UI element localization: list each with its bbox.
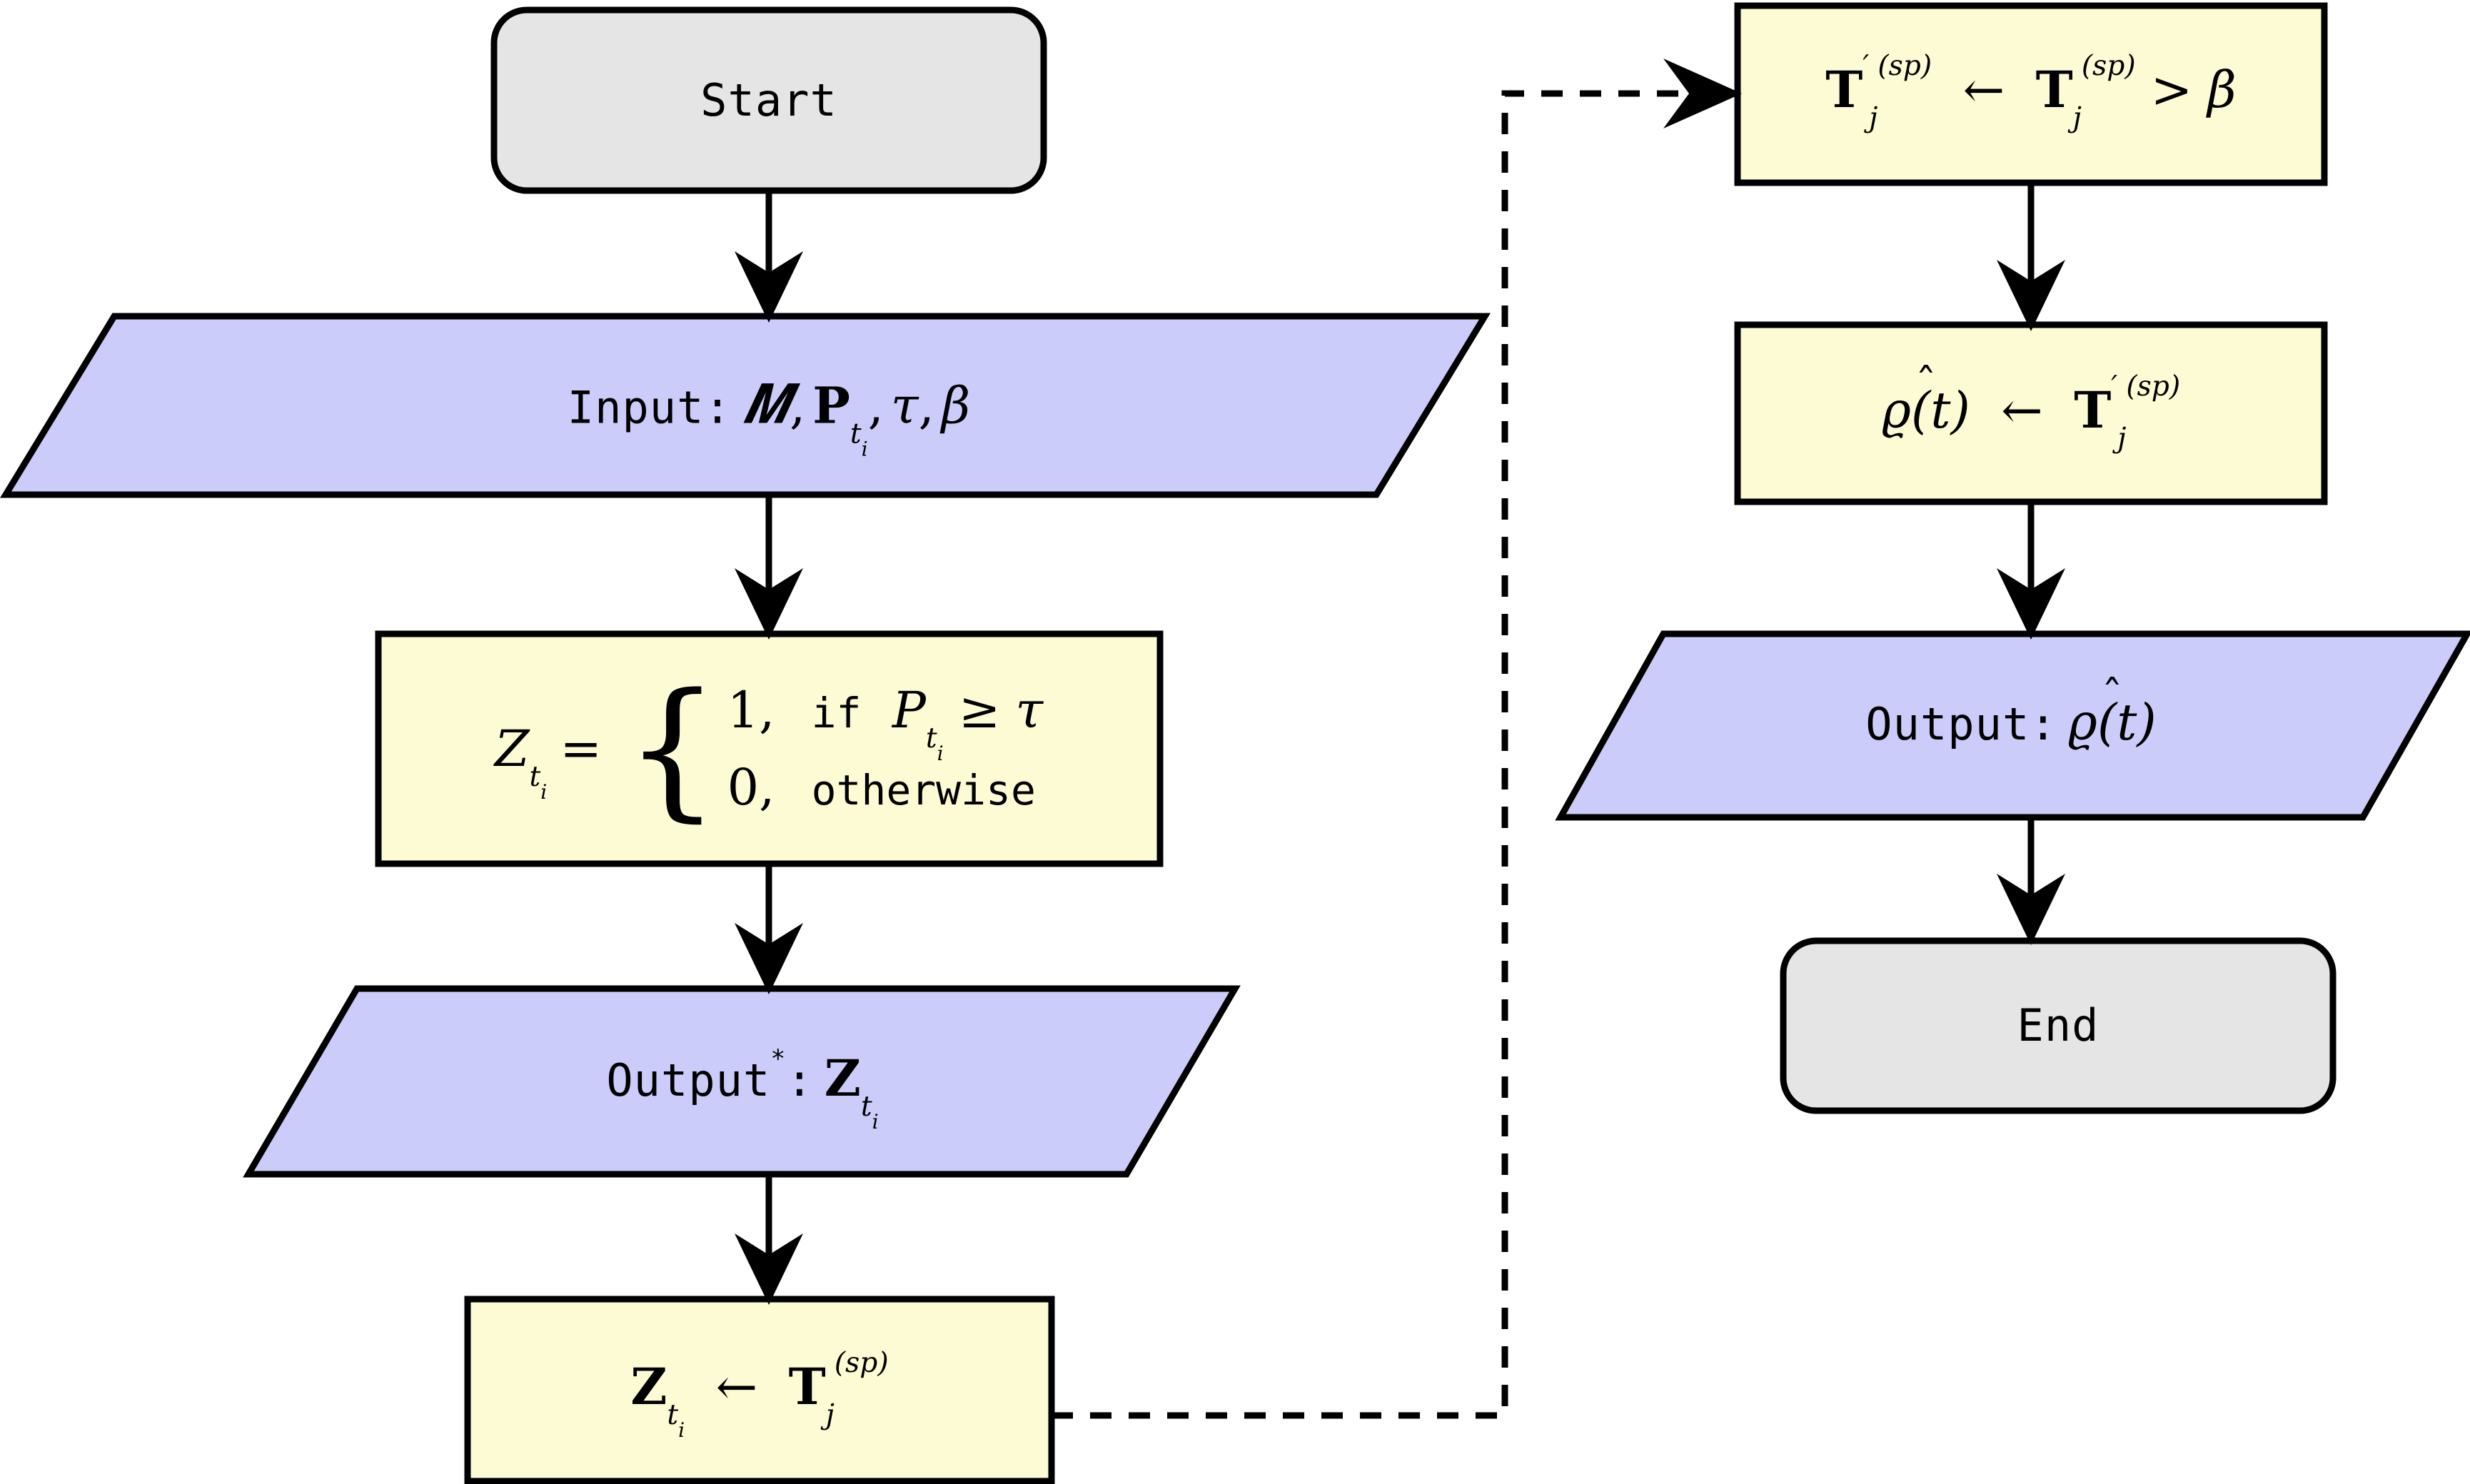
symbol-script-m: 𝑴 bbox=[742, 372, 790, 436]
threshold-case-condition: otherwise bbox=[811, 766, 1036, 814]
edge-input-to-threshold bbox=[735, 495, 803, 640]
symbol-tau: 𝜏 bbox=[1015, 681, 1044, 740]
hat-accent-icon: ˆ bbox=[2101, 672, 2123, 722]
brace-left-icon: { bbox=[624, 661, 720, 837]
node-input-shape[interactable] bbox=[0, 313, 1491, 498]
node-assign-z-shape[interactable] bbox=[464, 1296, 1055, 1484]
node-output-star-shape[interactable] bbox=[243, 985, 1241, 1178]
symbol-prime: ′ bbox=[2111, 370, 2118, 403]
output-keyword: Output: bbox=[1865, 698, 2057, 750]
symbol-beta: 𝛽 bbox=[941, 376, 971, 435]
output-star-keyword: Output*: bbox=[606, 1045, 814, 1107]
edge-threshold-beta-to-rate-estimate bbox=[1997, 183, 2065, 331]
edge-start-to-input bbox=[735, 191, 803, 323]
node-assign-z-label: Zti ← Tj(sp) bbox=[630, 1349, 888, 1440]
symbol-beta: 𝛽 bbox=[2207, 61, 2237, 119]
threshold-case-value: 0, bbox=[727, 758, 775, 817]
assign-z-rhs: Tj(sp) bbox=[788, 1347, 889, 1432]
node-rate-estimate-shape[interactable] bbox=[1734, 321, 2328, 505]
symbol-prime: ′ bbox=[1862, 50, 1870, 83]
threshold-case-row: 0, otherwise bbox=[727, 758, 1044, 817]
assign-z-lhs: Zti bbox=[630, 1357, 685, 1442]
threshold-beta-rhs: Tj(sp) bbox=[2035, 50, 2136, 135]
symbol-matrix-p: Pti bbox=[812, 375, 868, 461]
node-threshold-label: Zti = { 1, if Pti ≥ 𝜏 0, otherwise bbox=[494, 661, 1044, 837]
node-threshold-beta-label: T′j(sp) ← Tj(sp)>𝛽 bbox=[1825, 52, 2237, 132]
node-start-label: Start bbox=[700, 74, 837, 126]
node-input-label: Input:𝑴,Pti,𝜏,𝛽 bbox=[567, 372, 971, 461]
hat-accent-icon: ˆ bbox=[1915, 360, 1937, 410]
node-end-label: End bbox=[2017, 999, 2100, 1051]
symbol-leftarrow: ← bbox=[1962, 61, 2005, 119]
edge-output-star-to-assign-z bbox=[735, 1174, 803, 1305]
threshold-case-condition: if bbox=[811, 689, 862, 737]
symbol-gt: > bbox=[2150, 61, 2193, 119]
symbol-tau: 𝜏 bbox=[890, 376, 919, 435]
node-output-shape[interactable] bbox=[1555, 630, 2470, 821]
node-end-shape[interactable] bbox=[1780, 937, 2337, 1114]
symbol-geq: ≥ bbox=[958, 681, 1001, 740]
output-star-operand: Zti bbox=[824, 1049, 879, 1134]
edge-assign-z-to-threshold-beta-feedback bbox=[1052, 59, 1742, 1419]
edge-threshold-to-output-star bbox=[735, 864, 803, 994]
symbol-leftarrow: ← bbox=[715, 1358, 758, 1417]
threshold-case-operand: Pti bbox=[892, 681, 944, 765]
threshold-case-value: 1, bbox=[727, 681, 775, 740]
node-threshold-shape[interactable] bbox=[375, 630, 1164, 867]
edge-rate-estimate-to-output bbox=[1997, 502, 2065, 640]
symbol-leftarrow: ← bbox=[2001, 381, 2043, 440]
threshold-beta-lhs: T′j(sp) bbox=[1825, 50, 1932, 135]
threshold-case-row: 1, if Pti ≥ 𝜏 bbox=[727, 681, 1044, 765]
node-output-star-label: Output*:Zti bbox=[606, 1045, 878, 1131]
threshold-lhs: Zti bbox=[494, 720, 548, 804]
threshold-equals: = bbox=[560, 720, 602, 778]
edge-output-to-end bbox=[1997, 817, 2065, 945]
input-keyword: Input: bbox=[567, 381, 732, 434]
rate-estimate-rhs: T′j(sp) bbox=[2074, 370, 2181, 455]
